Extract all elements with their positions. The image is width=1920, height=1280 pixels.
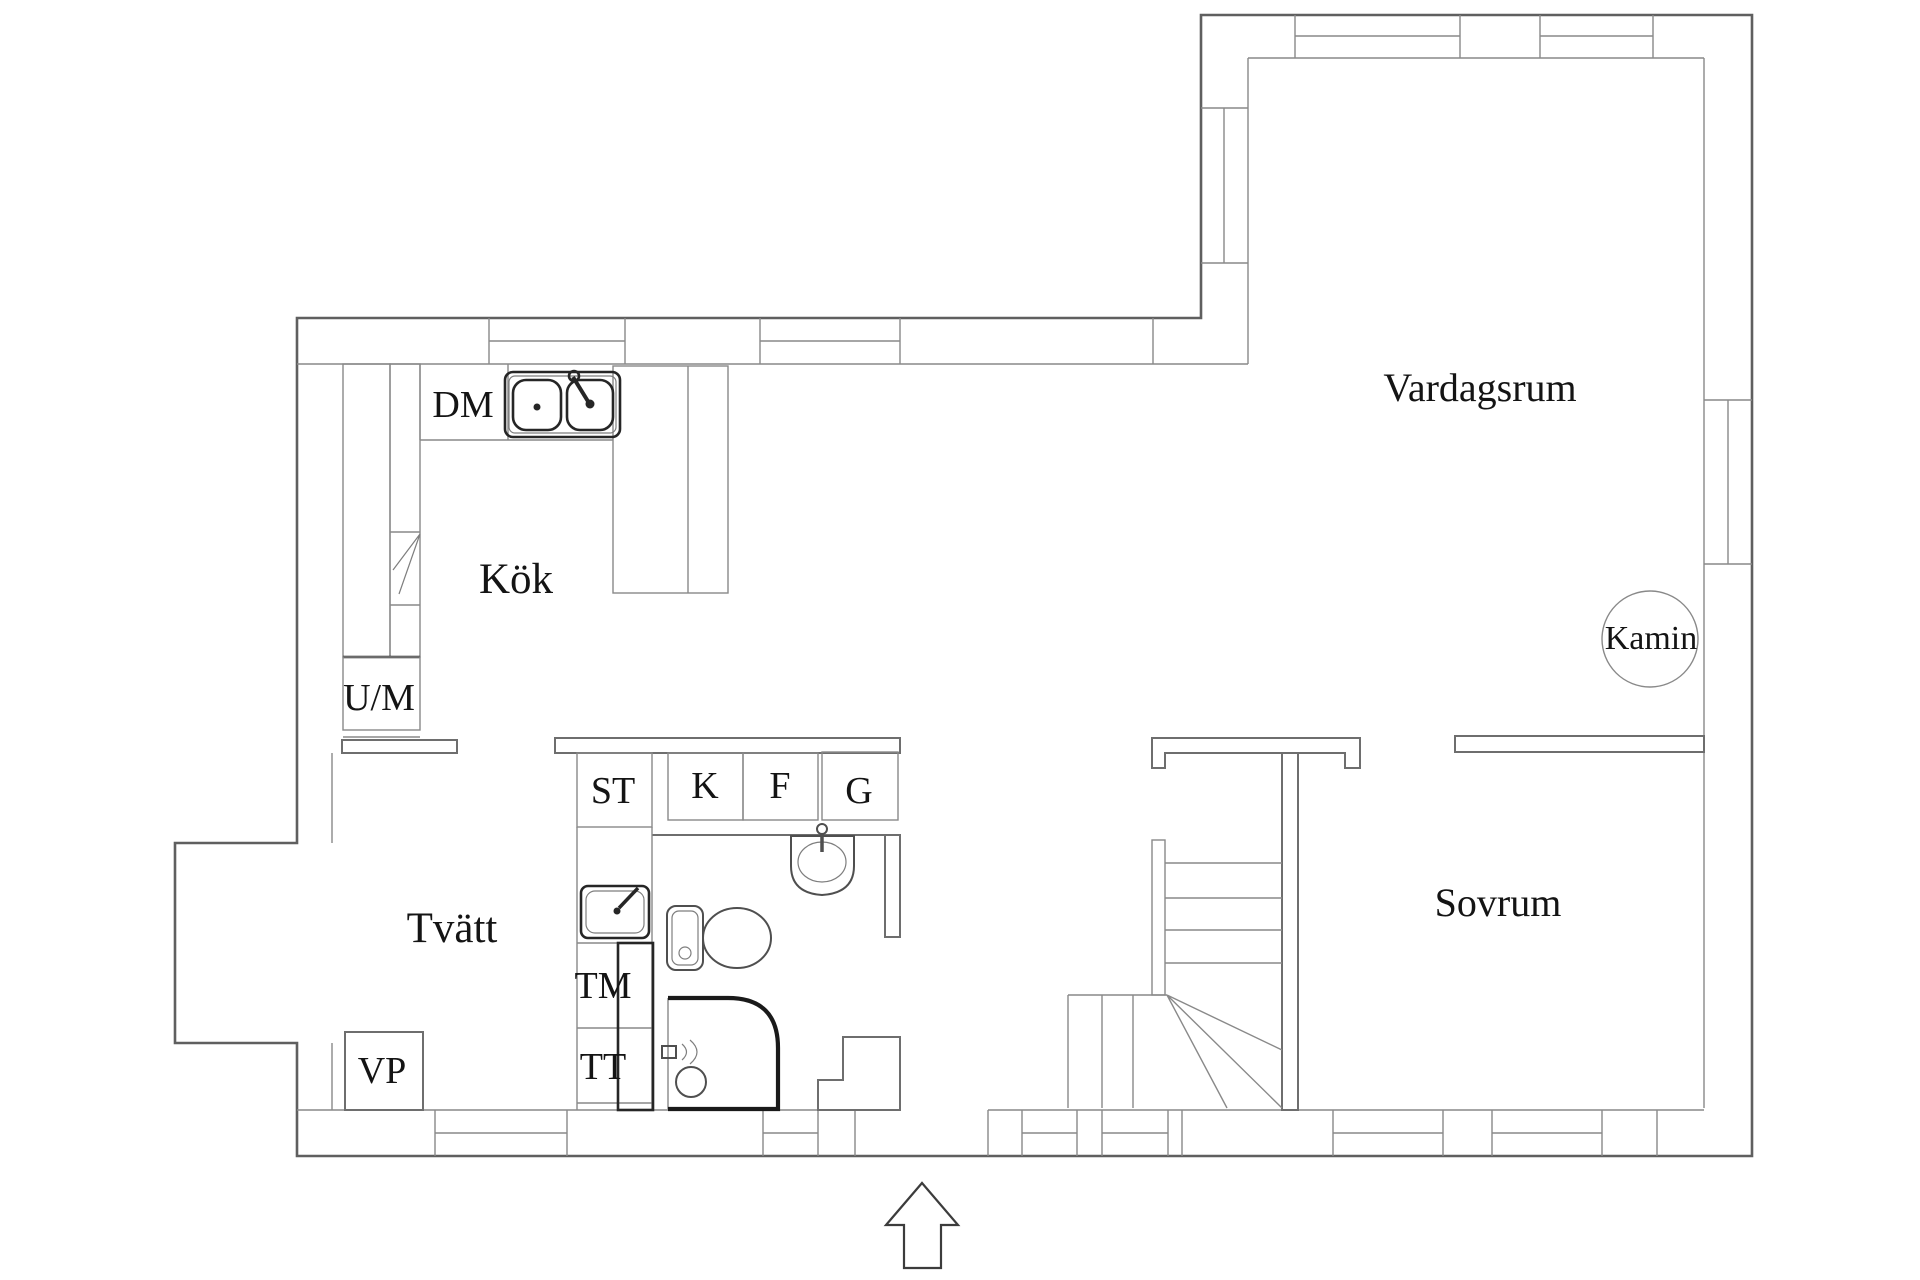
tumble-dryer-label: TT [580, 1046, 626, 1088]
window-living-left [1201, 107, 1248, 264]
laundry-column [576, 752, 655, 1112]
entry-arrow-icon [883, 1181, 961, 1270]
dishwasher-box [419, 364, 509, 440]
cleaning-cabinet-label: ST [591, 770, 635, 812]
laundry-door-strip [616, 941, 655, 1112]
freezer-box [742, 752, 819, 821]
kitchen-sink [503, 369, 622, 439]
window-living-top-2 [1539, 15, 1654, 58]
shower-head-icon [661, 1045, 677, 1059]
freezer-label: F [769, 765, 790, 807]
stair-railing [1151, 839, 1166, 996]
shower [661, 995, 781, 1112]
toilet [666, 905, 772, 971]
wc-right-wall [884, 834, 901, 938]
kitchen-cabinets [342, 363, 729, 738]
stairs [1067, 839, 1283, 1109]
oven-microwave-box [342, 656, 421, 731]
stair-treads [1165, 862, 1282, 964]
laundry-sink [579, 884, 651, 940]
cabinet-door-swing [392, 533, 421, 595]
wardrobe-label: G [845, 770, 872, 812]
dishwasher-label: DM [432, 384, 493, 426]
hall-t-wall [1151, 737, 1361, 769]
stair-bottom-steps [1067, 994, 1167, 1108]
entry-pillar [817, 1036, 901, 1111]
stair-bedroom-wall [1281, 752, 1299, 1111]
heat-pump-box [344, 1031, 424, 1111]
fridge-label: K [691, 765, 719, 807]
window-right-wall [1704, 399, 1752, 565]
oven-microwave-label: U/M [343, 677, 415, 719]
heat-pump-label: VP [358, 1050, 407, 1092]
window-living-top-1 [1294, 15, 1461, 58]
tall-cabinet-strip [389, 363, 421, 658]
kitchen-label: Kök [479, 556, 554, 603]
kfg-cabinets [667, 751, 899, 821]
windows [434, 15, 1752, 1156]
wardrobe-box [821, 751, 899, 821]
wc-wash-basin [790, 823, 855, 897]
window-kitchen-2 [759, 318, 901, 364]
laundry-label: Tvätt [407, 905, 498, 952]
cleaning-cabinet-box [576, 752, 653, 828]
stair-winders [1166, 994, 1283, 1109]
laundry-top-wall [341, 739, 458, 754]
outer-walls [173, 13, 1754, 1158]
fireplace-circle [1601, 590, 1699, 688]
living-bedroom-wall [1454, 735, 1705, 753]
window-kitchen-1 [488, 318, 626, 364]
washing-machine-label: TM [575, 965, 632, 1007]
bath-top-wall [554, 737, 901, 754]
kitchen-peninsula [612, 365, 729, 594]
fireplace-label: Kamin [1605, 620, 1698, 657]
bedroom-label: Sovrum [1435, 880, 1562, 925]
shower-drain [675, 1066, 707, 1098]
living-room-label: Vardagsrum [1383, 365, 1576, 410]
tall-cabinet [342, 363, 391, 658]
